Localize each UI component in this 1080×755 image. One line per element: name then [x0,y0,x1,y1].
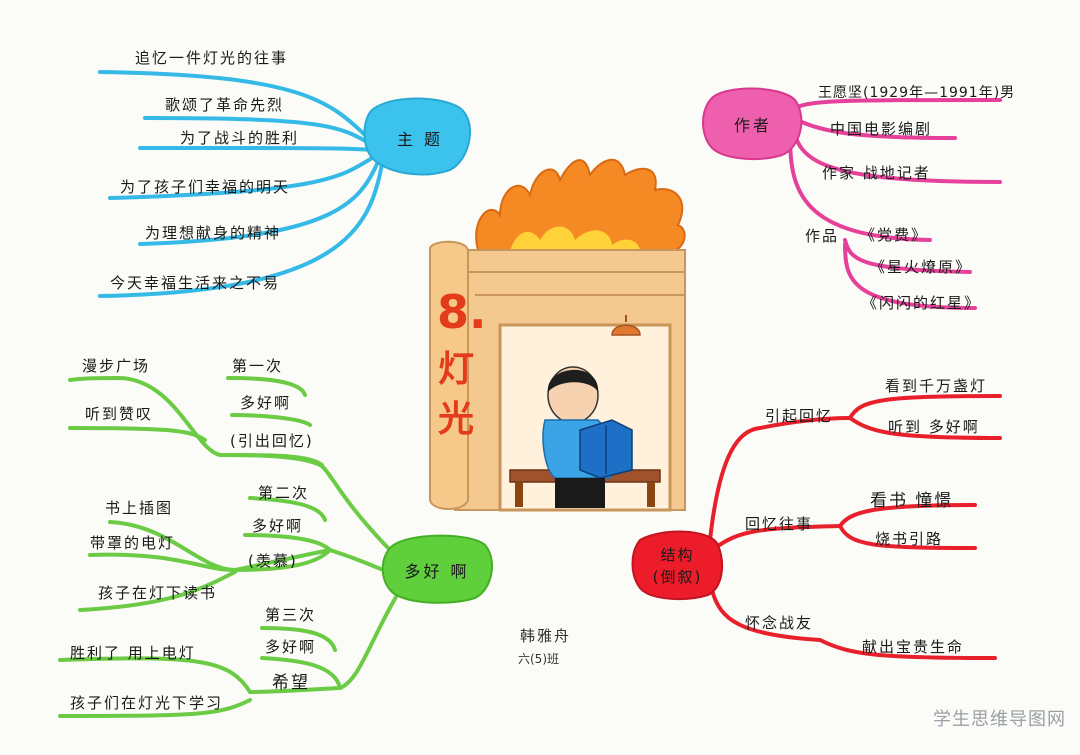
structure-hub-shape [631,530,724,600]
theme-hub-shape [363,97,472,176]
theme-item: 为理想献身的精神 [145,224,282,242]
author-hub-shape [702,87,803,160]
haoa-hub-label: 多好 啊 [404,562,470,581]
author-name: 王愿坚(1929年—1991年)男 [818,85,1016,101]
work-item: 《星火燎原》 [870,258,973,276]
theme-item: 今天幸福生活来之不易 [110,274,281,292]
structure-branch-label: 怀念战友 [745,614,814,632]
haoa-hub-shape [381,534,493,604]
author-hub-label: 作者 [733,116,772,135]
structure-leaf: 看到千万盏灯 [885,377,988,395]
first-time-leaf: 漫步广场 [82,357,151,375]
author-job: 中国电影编剧 [830,120,933,138]
theme-item: 为了战斗的胜利 [180,129,300,147]
first-time-label: 第一次 [232,357,284,375]
theme-hub-label: 主 题 [396,130,444,149]
theme-item: 为了孩子们幸福的明天 [120,178,291,196]
flame-shape [475,158,686,254]
first-time-note: (引出回忆) [230,432,314,450]
theme-item: 追忆一件灯光的往事 [135,49,289,67]
second-time-leaf: 书上插图 [105,499,174,517]
second-time-label: 第二次 [258,484,310,502]
theme-branch [98,70,384,298]
structure-leaf: 烧书引路 [875,530,944,548]
second-time-say: 多好啊 [252,517,304,535]
structure-leaf: 献出宝贵生命 [862,638,965,656]
works-label: 作品 [805,227,840,245]
author-job: 作家 战地记者 [822,164,931,182]
structure-leaf: 看书 憧憬 [870,491,954,511]
first-time-say: 多好啊 [240,394,292,412]
work-item: 《党费》 [860,226,929,244]
theme-item: 歌颂了革命先烈 [165,96,285,114]
structure-branch-label: 引起回忆 [765,407,834,425]
first-time-leaf: 听到赞叹 [85,405,154,423]
center-illustration [429,158,686,512]
third-time-note: 希望 [272,673,310,693]
second-time-note: (羡慕) [248,552,298,570]
work-item: 《闪闪的红星》 [862,294,982,312]
second-time-leaf: 带罩的电灯 [90,534,176,552]
third-time-say: 多好啊 [265,638,317,656]
signature-class: 六(5)班 [518,652,559,666]
third-time-leaf: 孩子们在灯光下学习 [70,694,224,712]
structure-hub-label: 结构 (倒叙) [652,546,703,586]
structure-branch-label: 回忆往事 [745,515,814,533]
site-watermark: 学生思维导图网 [933,709,1066,730]
third-time-label: 第三次 [265,606,317,624]
structure-leaf: 听到 多好啊 [888,418,980,436]
lesson-number: 8. [437,285,487,339]
signature-name: 韩雅舟 [520,627,572,645]
third-time-leaf: 胜利了 用上电灯 [70,644,196,662]
second-time-leaf: 孩子在灯下读书 [98,584,218,602]
lesson-title: 灯光 [438,349,475,440]
structure-branch [708,394,1002,660]
